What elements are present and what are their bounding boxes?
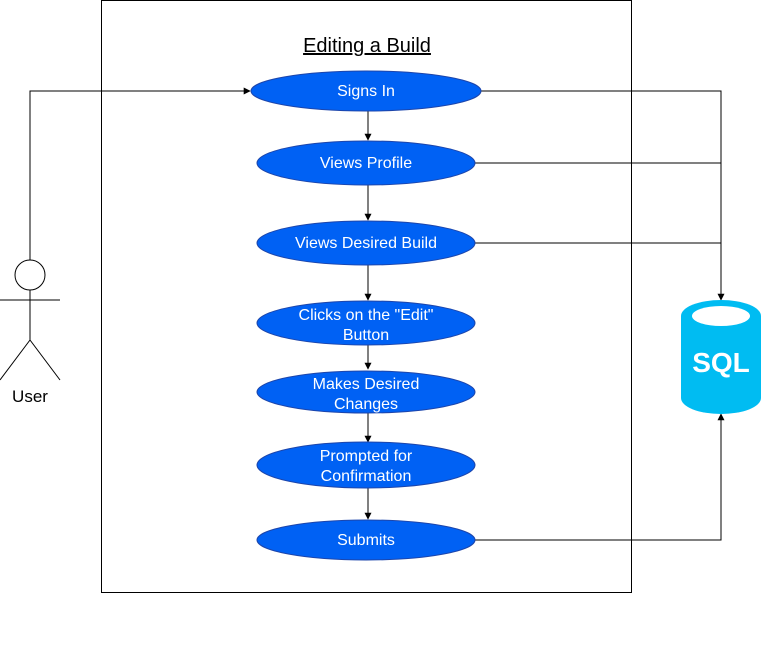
usecase-makes-desired-changes[interactable]: Makes Desired Changes <box>256 370 476 414</box>
usecase-label: Submits <box>337 532 395 549</box>
system-boundary <box>101 0 632 593</box>
usecase-label-line1: Makes Desired <box>313 376 420 393</box>
usecase-label: Views Profile <box>320 155 412 172</box>
actor-head-icon <box>14 259 46 291</box>
submit-to-db-line <box>475 413 725 541</box>
diagram-title: Editing a Build <box>303 35 431 57</box>
usecase-label-line1: Prompted for <box>320 448 413 465</box>
connectors <box>29 87 725 541</box>
actor-right-leg <box>29 339 61 381</box>
use-cases: Signs In Views Profile Views Desired Bui… <box>250 70 482 561</box>
actor-left-leg <box>0 339 31 381</box>
usecase-prompted-for-confirmation[interactable]: Prompted for Confirmation <box>256 441 476 489</box>
usecase-label-line2: Changes <box>334 396 398 413</box>
usecase-label: Signs In <box>337 83 395 100</box>
actor-label: User <box>12 387 48 406</box>
usecase-label-line2: Confirmation <box>321 468 412 485</box>
signin-to-db-line <box>481 90 725 301</box>
user-actor[interactable] <box>0 259 61 381</box>
usecase-clicks-edit-button[interactable]: Clicks on the "Edit" Button <box>256 300 476 346</box>
user-to-signin-arrow <box>29 87 251 260</box>
usecase-label-line1: Clicks on the "Edit" <box>299 307 434 324</box>
usecase-views-profile[interactable]: Views Profile <box>256 140 476 186</box>
usecase-label: Views Desired Build <box>295 235 437 252</box>
sql-database-icon[interactable]: SQL <box>681 300 761 414</box>
usecase-views-desired-build[interactable]: Views Desired Build <box>256 220 476 266</box>
usecase-submits[interactable]: Submits <box>256 519 476 561</box>
usecase-label-line2: Button <box>343 327 389 344</box>
usecase-signs-in[interactable]: Signs In <box>250 70 482 112</box>
sql-label: SQL <box>692 347 750 378</box>
